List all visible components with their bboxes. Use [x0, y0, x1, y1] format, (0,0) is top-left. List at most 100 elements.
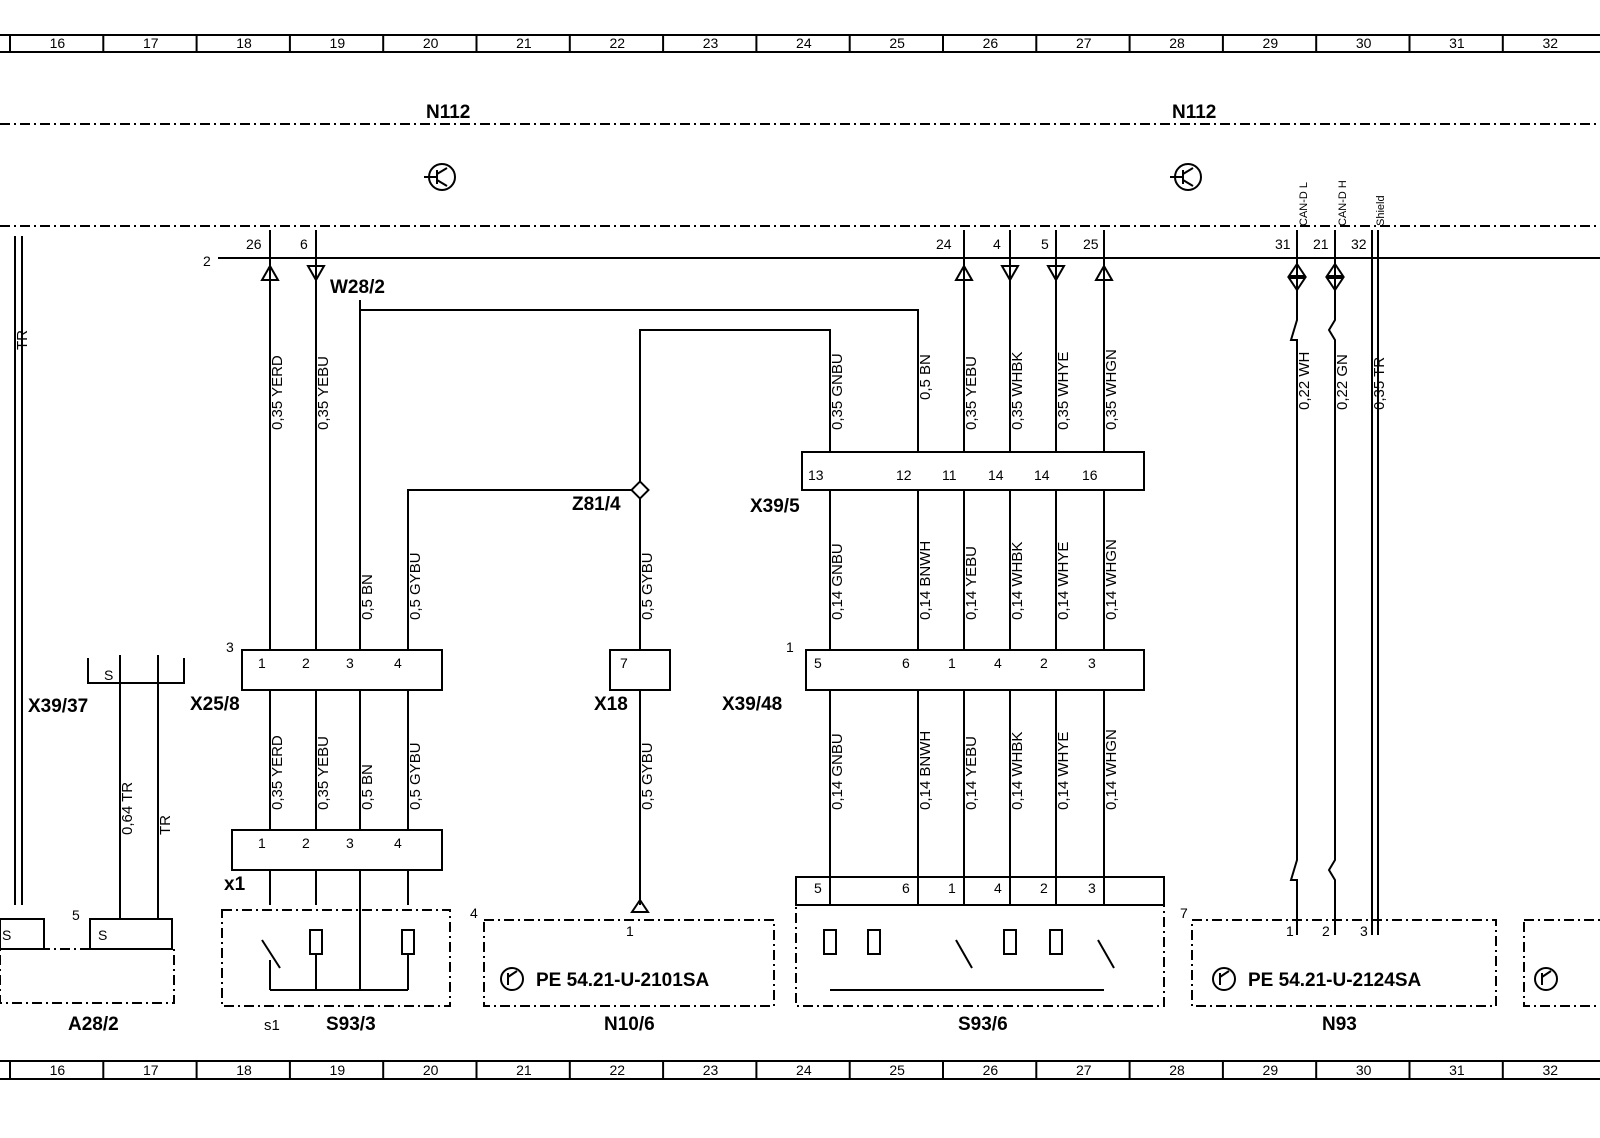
a28-2-label: A28/2	[68, 1014, 119, 1035]
grid-number: 31	[1449, 1062, 1465, 1078]
s-marker: S	[2, 927, 11, 943]
grid-number: 25	[889, 35, 905, 51]
wire-label: 0,35 GNBU	[829, 353, 846, 430]
n93-ref: PE 54.21-U-2124SA	[1248, 970, 1421, 991]
grid-number: 18	[236, 1062, 252, 1078]
wire-label: 0,14 BNWH	[917, 731, 934, 810]
x39-48-label: X39/48	[722, 694, 782, 715]
grid-number: 23	[703, 1062, 719, 1078]
s-marker: S	[98, 927, 107, 943]
pin: 2	[302, 835, 310, 851]
pin: 1	[1286, 923, 1294, 939]
wire-label: 0,35 YERD	[269, 735, 286, 810]
marker-5: 5	[72, 907, 80, 923]
grid-number: 25	[889, 1062, 905, 1078]
pin: 4	[994, 655, 1002, 671]
x1-label: x1	[224, 874, 246, 895]
marker-4: 4	[470, 905, 478, 921]
pin: 2	[1040, 880, 1048, 896]
wire-label: TR	[157, 815, 174, 835]
grid-number: 26	[983, 1062, 999, 1078]
wire-label: 0,5 GYBU	[407, 742, 424, 810]
pin: 5	[814, 880, 822, 896]
pin: 3	[346, 835, 354, 851]
pin-31: 31	[1275, 236, 1291, 252]
x18-label: X18	[594, 694, 628, 715]
s93-3-switch-unit: s1 S93/3	[221, 905, 451, 1035]
wire-label: 0,22 GN	[1334, 354, 1351, 410]
n112-label-left: N112	[426, 102, 470, 123]
pin-4: 4	[993, 236, 1001, 252]
electronic-unit-icon	[1534, 967, 1558, 991]
x25-8-connector: 3 X25/8 1 2 3 4	[190, 639, 443, 715]
pin: 1	[258, 835, 266, 851]
direction-arrows	[260, 262, 1345, 913]
pin-6: 6	[300, 236, 308, 252]
wire-label: 0,35 TR	[1371, 357, 1388, 410]
grid-number: 16	[50, 35, 66, 51]
grid-number: 21	[516, 35, 532, 51]
x39-48-connector: 1 X39/48 5 6 1 4 2 3	[722, 639, 1145, 715]
grid-number: 21	[516, 1062, 532, 1078]
n10-6-ref: PE 54.21-U-2101SA	[536, 970, 709, 991]
n10-6-unit: 4 1 PE 54.21-U-2101SA N10/6	[470, 905, 775, 1035]
pin: 14	[1034, 467, 1050, 483]
wire-label: 0,14 WHYE	[1055, 542, 1072, 620]
pin: 14	[988, 467, 1004, 483]
n112-control-unit: N112 N112 2	[0, 102, 1600, 269]
marker-1: 1	[786, 639, 794, 655]
pin: 1	[258, 655, 266, 671]
wire-label: 0,14 GNBU	[829, 733, 846, 810]
wire-label: 0,35 YEBU	[315, 356, 332, 430]
x18-connector: X18 7	[594, 649, 671, 715]
grid-number: 30	[1356, 1062, 1372, 1078]
grid-number: 24	[796, 1062, 812, 1078]
offpage-unit	[1523, 919, 1600, 1007]
wire-labels: TR 0,35 YERD 0,35 YEBU 0,35 GNBU 0,5 BN …	[14, 330, 1388, 835]
pin: 4	[394, 655, 402, 671]
pin: 3	[1088, 880, 1096, 896]
pin: 1	[948, 655, 956, 671]
pin: 3	[346, 655, 354, 671]
pin: 3	[1360, 923, 1368, 939]
z81-4-label: Z81/4	[572, 494, 621, 515]
can-d-l-label: CAN-D L	[1298, 182, 1310, 226]
grid-number: 20	[423, 1062, 439, 1078]
grid-number: 19	[330, 1062, 346, 1078]
x39-5-label: X39/5	[750, 496, 800, 517]
grid-number: 24	[796, 35, 812, 51]
wire-runs	[14, 230, 1379, 935]
pin: 6	[902, 880, 910, 896]
wire-label: 0,14 BNWH	[917, 541, 934, 620]
grid-number: 27	[1076, 35, 1092, 51]
grid-number: 20	[423, 35, 439, 51]
pin-25: 25	[1083, 236, 1099, 252]
n93-unit: 7 1 2 3 PE 54.21-U-2124SA N93	[1180, 905, 1497, 1035]
pin: 7	[620, 655, 628, 671]
wire-label: 0,22 WH	[1296, 352, 1313, 410]
pin: 3	[1088, 655, 1096, 671]
wire-label: 0,14 WHYE	[1055, 732, 1072, 810]
grid-number: 31	[1449, 35, 1465, 51]
grid-number: 26	[983, 35, 999, 51]
pin-21: 21	[1313, 236, 1329, 252]
x25-8-label: X25/8	[190, 694, 240, 715]
grid-number: 16	[50, 1062, 66, 1078]
wire-label: 0,35 WHBK	[1009, 352, 1026, 430]
pin: 5	[814, 655, 822, 671]
wire-label: 0,14 YEBU	[963, 736, 980, 810]
grid-number: 30	[1356, 35, 1372, 51]
marker-7: 7	[1180, 905, 1188, 921]
pin: 13	[808, 467, 824, 483]
s1-label: s1	[264, 1017, 280, 1034]
wire-label: 0,14 WHGN	[1103, 729, 1120, 810]
x39-37-connector: S X39/37	[28, 658, 185, 717]
bus-number-2: 2	[203, 253, 211, 269]
grid-number: 29	[1263, 35, 1279, 51]
grid-number: 32	[1542, 35, 1558, 51]
wire-label: 0,64 TR	[119, 782, 136, 835]
pin: 6	[902, 655, 910, 671]
pin-24: 24	[936, 236, 952, 252]
